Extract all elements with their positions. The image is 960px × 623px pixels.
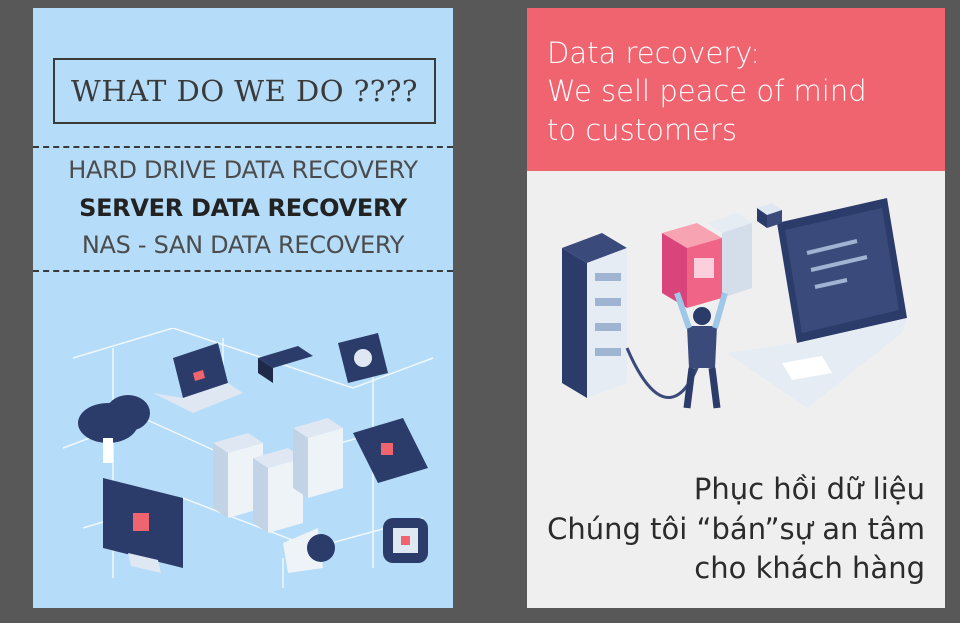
pink-header: Data recovery: We sell peace of mind to … [527,8,945,171]
right-panel: Data recovery: We sell peace of mind to … [527,8,945,608]
device-network-illustration [62,328,434,588]
hard-drive-icon [258,346,313,383]
left-panel: WHAT DO WE DO ???? HARD DRIVE DATA RECOV… [33,8,453,608]
server-icon [213,418,343,533]
what-do-we-do-title: WHAT DO WE DO ???? [53,58,436,124]
technician-illustration [562,198,907,409]
bottom-dashed-divider [33,270,453,272]
server-rack-icon [562,233,627,398]
tablet-icon [353,418,428,483]
megaphone-icon [283,528,335,573]
cube-icon [757,203,782,228]
pink-server-icon [662,213,752,308]
vn-line-1: Phục hồi dữ liệu [693,472,925,506]
vn-line-2: Chúng tôi “bán”sự an tâm [547,512,925,546]
header-line-2: We sell peace of mind [547,74,867,108]
top-dashed-divider [33,146,453,148]
cloud-icon [78,395,150,463]
laptop-icon [727,198,907,408]
laptop-icon [153,343,243,413]
header-line-1: Data recovery: [547,36,761,70]
header-line-3: to customers [547,113,738,147]
service-hard-drive: HARD DRIVE DATA RECOVERY [68,156,418,184]
monitor-icon [103,478,183,573]
service-server: SERVER DATA RECOVERY [79,194,407,222]
technician-figure [674,292,728,409]
service-nas-san: NAS - SAN DATA RECOVERY [81,231,405,259]
camera-icon [338,333,388,383]
vn-line-3: cho khách hàng [694,551,925,585]
smartwatch-icon [383,518,428,563]
